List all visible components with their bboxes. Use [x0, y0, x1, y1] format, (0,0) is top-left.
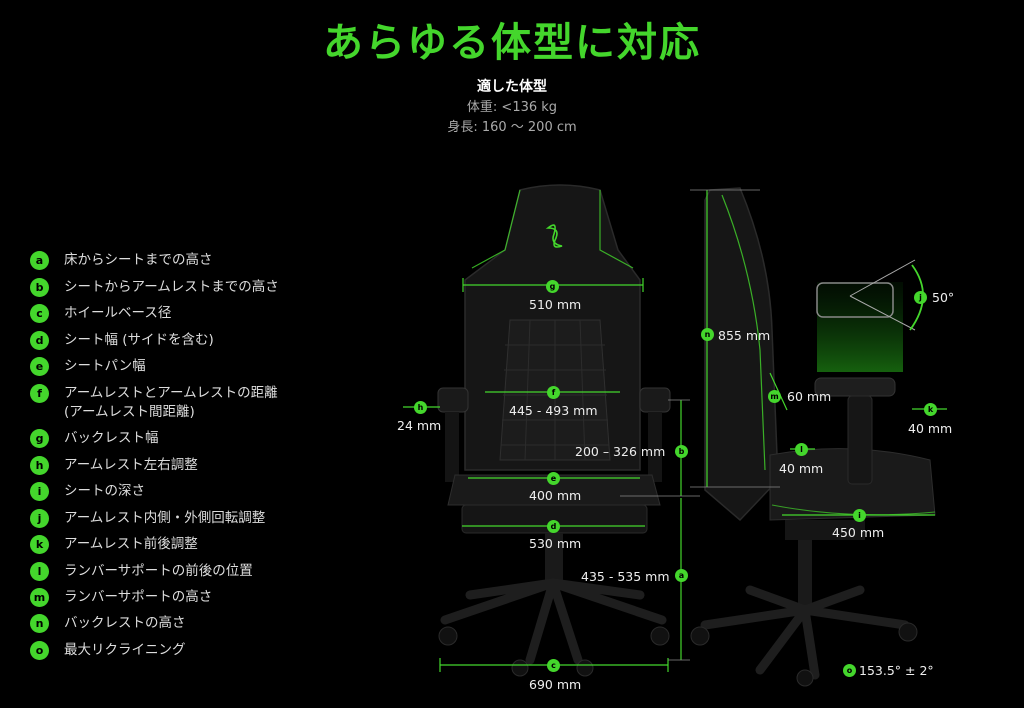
- badge-o-icon: o: [30, 641, 49, 660]
- dim-badge-n-icon: n: [701, 328, 714, 341]
- dim-badge-d-icon: d: [547, 520, 560, 533]
- side-chair: [690, 187, 936, 687]
- dim-badge-g-icon: g: [546, 280, 559, 293]
- badge-d-icon: d: [30, 331, 49, 350]
- dim-label-c: 690 mm: [529, 677, 582, 692]
- badge-h-icon: h: [30, 456, 49, 475]
- dim-badge-b-icon: b: [675, 445, 688, 458]
- dim-badge-f-icon: f: [547, 386, 560, 399]
- dim-label-a: 435 - 535 mm: [581, 569, 670, 584]
- fit-height: 身長: 160 〜 200 cm: [447, 120, 577, 135]
- dim-label-k: 40 mm: [908, 421, 953, 436]
- badge-c-icon: c: [30, 304, 49, 323]
- badge-k-icon: k: [30, 535, 49, 554]
- dim-label-l: 40 mm: [779, 461, 824, 476]
- badge-a-icon: a: [30, 251, 49, 270]
- razer-logo-icon: [545, 224, 563, 248]
- fit-weight: 体重: <136 kg: [466, 100, 558, 115]
- badge-i-icon: i: [30, 482, 49, 501]
- page-title: あらゆる体型に対応: [323, 20, 701, 66]
- dim-badge-i-icon: i: [853, 509, 866, 522]
- badge-l-icon: l: [30, 562, 49, 581]
- dim-badge-c-icon: c: [547, 659, 560, 672]
- armrest-rotation-diagram: [816, 259, 924, 372]
- dim-label-g: 510 mm: [529, 297, 582, 312]
- dim-label-n: 855 mm: [718, 328, 771, 343]
- badge-b-icon: b: [30, 278, 49, 297]
- dim-label-m: 60 mm: [787, 389, 832, 404]
- dim-label-f: 445 - 493 mm: [509, 403, 598, 418]
- dim-badge-o-icon: o: [843, 664, 856, 677]
- badge-g-icon: g: [30, 429, 49, 448]
- dim-label-o: 153.5° ± 2°: [859, 663, 934, 678]
- dim-badge-a-icon: a: [675, 569, 688, 582]
- dim-label-e: 400 mm: [529, 488, 582, 503]
- dim-label-h: 24 mm: [397, 418, 442, 433]
- guide-lines: [620, 189, 780, 661]
- dim-badge-j-icon: j: [914, 291, 927, 304]
- badge-j-icon: j: [30, 509, 49, 528]
- dim-label-d: 530 mm: [529, 536, 582, 551]
- dim-label-i: 450 mm: [832, 525, 885, 540]
- badge-f-icon: f: [30, 384, 49, 403]
- badge-n-icon: n: [30, 614, 49, 633]
- dim-label-j: 50°: [932, 290, 955, 305]
- dim-badge-h-icon: h: [414, 401, 427, 414]
- badge-e-icon: e: [30, 357, 49, 376]
- dim-badge-m-icon: m: [768, 390, 781, 403]
- badge-m-icon: m: [30, 588, 49, 607]
- dim-label-b: 200 – 326 mm: [575, 444, 666, 459]
- dim-badge-k-icon: k: [924, 403, 937, 416]
- fit-heading: 適した体型: [477, 79, 547, 95]
- dim-badge-l-icon: l: [795, 443, 808, 456]
- front-chair: [437, 184, 671, 677]
- dim-badge-e-icon: e: [547, 472, 560, 485]
